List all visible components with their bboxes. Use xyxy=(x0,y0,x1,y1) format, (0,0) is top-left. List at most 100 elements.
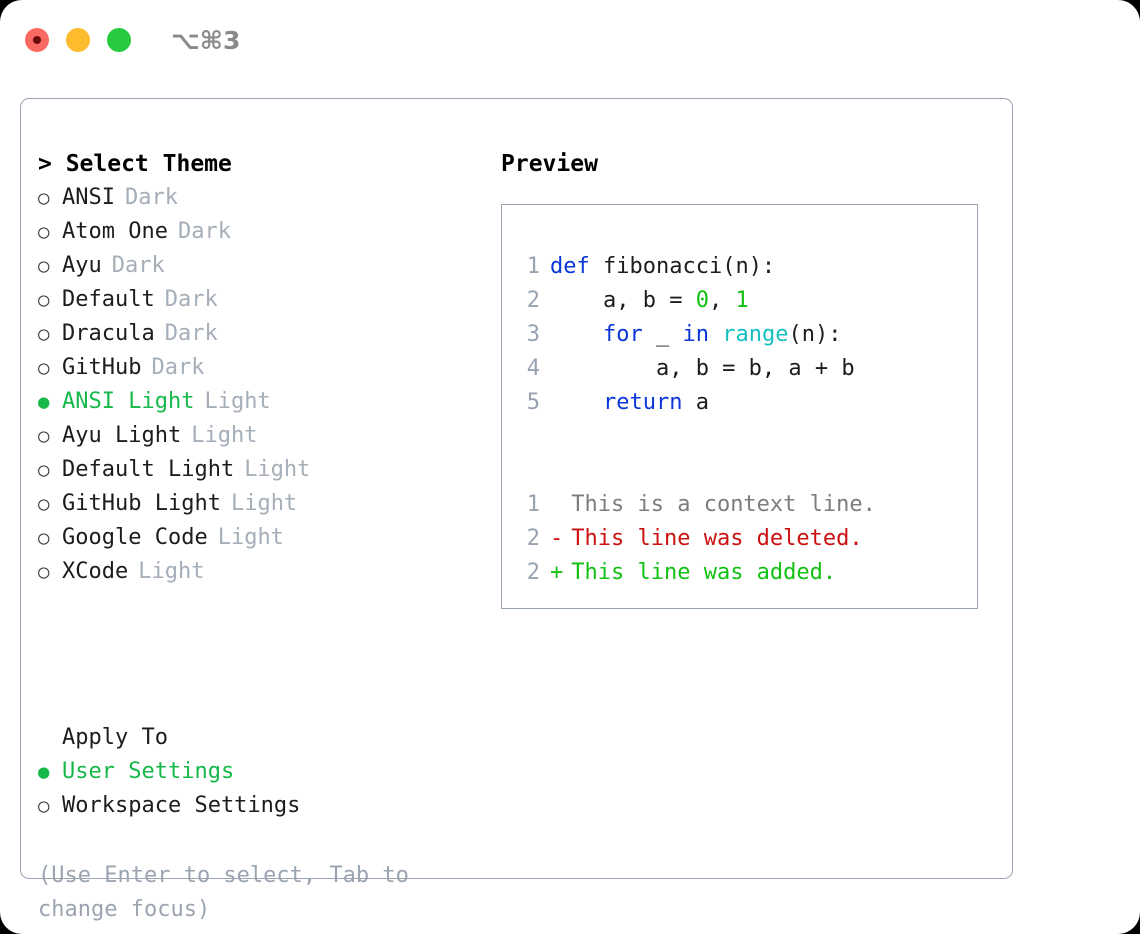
theme-list-item-ansi-light[interactable]: ● ANSI Light Light xyxy=(38,385,468,419)
theme-list-item-default-light[interactable]: ○ Default Light Light xyxy=(38,453,468,487)
radio-icon: ○ xyxy=(38,323,50,345)
theme-kind-badge: Dark xyxy=(164,321,218,346)
code-text: return a xyxy=(550,386,709,420)
line-number: 1 xyxy=(526,492,540,517)
code-line: 4 a, b = b, a + b xyxy=(514,352,977,386)
radio-icon: ○ xyxy=(38,289,50,311)
theme-kind-badge: Light xyxy=(138,559,205,584)
theme-list-item-github[interactable]: ○ GitHub Dark xyxy=(38,351,468,385)
radio-icon: ○ xyxy=(38,795,50,817)
maximize-window-button[interactable] xyxy=(107,28,131,52)
diff-sign: - xyxy=(550,526,564,551)
code-text: def fibonacci(n): xyxy=(550,250,775,284)
keyboard-hint-text: (Use Enter to select, Tab to change focu… xyxy=(38,863,409,922)
diff-line-deleted: 2 - This line was deleted. xyxy=(514,522,977,556)
theme-name: Ayu xyxy=(62,253,102,278)
code-token: a, b = b, a + b xyxy=(550,356,855,381)
theme-name: Default Light xyxy=(62,457,235,482)
theme-name: ANSI xyxy=(62,185,115,210)
code-token xyxy=(709,322,722,347)
code-token-keyword: for xyxy=(602,322,643,347)
code-blank-line xyxy=(514,420,977,454)
theme-kind-badge: Light xyxy=(230,491,298,516)
code-token: (n): xyxy=(788,322,842,347)
code-line: 5 return a xyxy=(514,386,977,420)
theme-kind-badge: Light xyxy=(244,457,311,482)
radio-icon-selected: ● xyxy=(38,391,50,413)
radio-icon: ○ xyxy=(38,459,50,481)
radio-icon: ○ xyxy=(38,561,50,583)
code-token-function: range xyxy=(722,322,789,347)
diff-sign: + xyxy=(550,560,564,585)
line-number: 1 xyxy=(526,254,540,279)
code-line: 2 a, b = 0, 1 xyxy=(514,284,977,318)
titlebar: ⌥⌘3 xyxy=(0,0,1140,80)
traffic-lights xyxy=(25,28,131,52)
theme-name: Google Code xyxy=(62,525,208,550)
code-token: , xyxy=(708,288,736,313)
radio-icon: ○ xyxy=(38,425,50,447)
minimize-window-button[interactable] xyxy=(66,28,90,52)
theme-list-item-ayu-light[interactable]: ○ Ayu Light Light xyxy=(38,419,468,453)
theme-kind-badge: Light xyxy=(204,389,271,414)
radio-icon: ○ xyxy=(38,221,50,243)
apply-to-option-label: Workspace Settings xyxy=(62,793,301,818)
radio-icon: ○ xyxy=(38,493,50,515)
theme-list-item-ansi[interactable]: ○ ANSI Dark xyxy=(38,181,468,215)
code-token-keyword: def xyxy=(550,254,590,279)
radio-icon: ○ xyxy=(38,187,50,209)
apply-to-option-workspace-settings[interactable]: ○ Workspace Settings xyxy=(38,789,468,823)
diff-sign xyxy=(550,488,563,522)
code-text: a, b = b, a + b xyxy=(550,352,855,386)
theme-name: Ayu Light xyxy=(62,423,182,448)
window-title: ⌥⌘3 xyxy=(171,25,241,55)
theme-name: XCode xyxy=(62,559,129,584)
diff-line-added: 2 + This line was added. xyxy=(514,556,977,590)
theme-list-item-github-light[interactable]: ○ GitHub Light Light xyxy=(38,487,468,521)
theme-list: ○ ANSI Dark ○ Atom One Dark ○ Ayu Dark xyxy=(38,181,468,589)
line-number: 2 xyxy=(526,288,540,313)
radio-icon: ○ xyxy=(38,357,50,379)
code-text: for _ in range(n): xyxy=(550,318,841,352)
theme-name: Atom One xyxy=(62,219,168,244)
theme-list-item-google-code[interactable]: ○ Google Code Light xyxy=(38,521,468,555)
theme-kind-badge: Dark xyxy=(151,355,205,380)
code-token xyxy=(550,322,603,347)
theme-list-item-ayu[interactable]: ○ Ayu Dark xyxy=(38,249,468,283)
theme-name: GitHub xyxy=(62,355,142,380)
code-token-keyword: return xyxy=(602,390,683,415)
line-number: 2 xyxy=(526,526,540,551)
theme-list-item-atom-one[interactable]: ○ Atom One Dark xyxy=(38,215,468,249)
apply-to-option-label: User Settings xyxy=(62,759,235,784)
theme-name: GitHub Light xyxy=(62,491,221,516)
radio-icon: ○ xyxy=(38,527,50,549)
code-text: a, b = 0, 1 xyxy=(550,284,749,318)
theme-kind-badge: Dark xyxy=(164,287,218,312)
theme-kind-badge: Dark xyxy=(111,253,165,278)
code-token: fibonacci(n): xyxy=(589,254,776,279)
close-window-button[interactable] xyxy=(25,28,49,52)
code-token-number: 1 xyxy=(735,288,749,313)
code-line: 1 def fibonacci(n): xyxy=(514,250,977,284)
code-token-number: 0 xyxy=(695,288,709,313)
apply-to-option-user-settings[interactable]: ● User Settings xyxy=(38,755,468,789)
theme-list-item-dracula[interactable]: ○ Dracula Dark xyxy=(38,317,468,351)
diff-line-context: 1 This is a context line. xyxy=(514,488,977,522)
theme-list-item-xcode[interactable]: ○ XCode Light xyxy=(38,555,468,589)
code-blank-line xyxy=(514,454,977,488)
diff-text: This is a context line. xyxy=(571,492,876,517)
theme-selector-pane: > Select Theme ○ ANSI Dark ○ Atom One Da… xyxy=(38,147,468,589)
code-token: a xyxy=(682,390,709,415)
theme-list-item-default[interactable]: ○ Default Dark xyxy=(38,283,468,317)
theme-name: Default xyxy=(62,287,155,312)
diff-text: This line was deleted. xyxy=(571,526,863,551)
apply-to-group: Apply To ● User Settings ○ Workspace Set… xyxy=(38,721,468,823)
theme-name: ANSI Light xyxy=(62,389,195,414)
diff-text: This line was added. xyxy=(571,560,837,585)
radio-icon: ○ xyxy=(38,255,50,277)
code-token xyxy=(550,390,603,415)
line-number: 5 xyxy=(526,390,540,415)
line-number: 4 xyxy=(526,356,540,381)
code-token: _ xyxy=(642,322,683,347)
